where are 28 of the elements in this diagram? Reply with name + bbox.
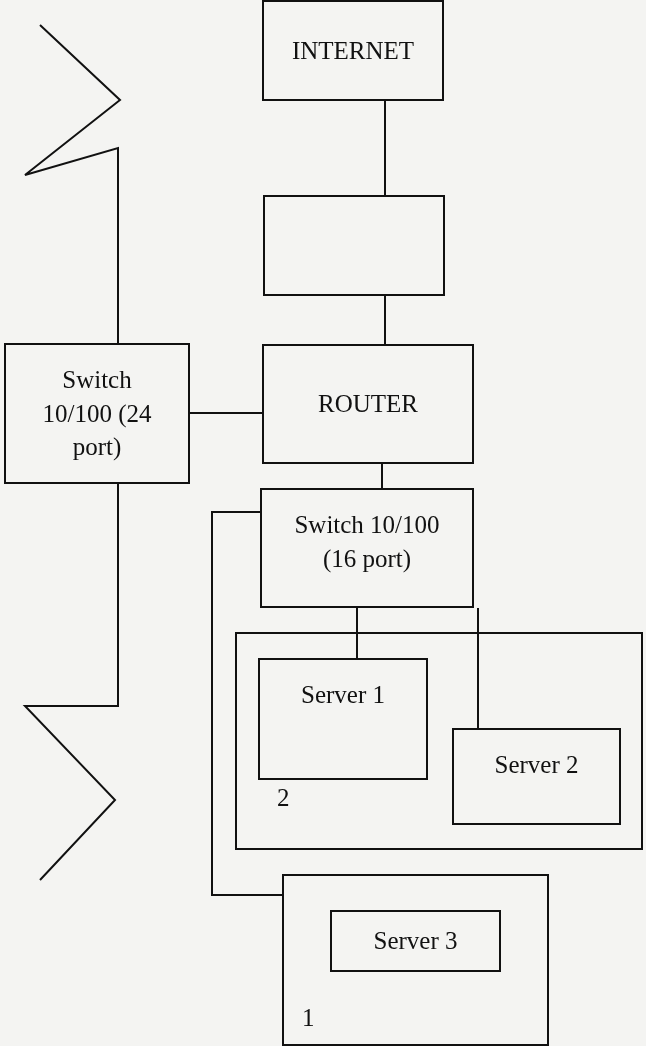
box [262,0,444,101]
box-label: Server 3 [373,926,458,957]
box [258,658,428,780]
box-label: ROUTER [318,389,418,420]
box-label: Switch 10/100 (24 port) [41,364,153,463]
box [282,874,549,1046]
empty-box [263,195,445,296]
box-label: Switch 10/100 (16 port) [293,510,441,575]
box [452,728,621,825]
zigzag-line [22,483,119,881]
box-label: Server 1 [301,680,385,710]
connector-line [384,100,386,196]
zigzag-line [24,24,122,344]
connector-line [381,463,383,489]
connector-line [189,412,263,414]
connector-line [356,607,358,659]
box-label: 2 [277,784,290,812]
connector-line [211,511,283,896]
connector-line [477,607,479,729]
box-label: Server 2 [494,750,579,780]
connector-line [384,295,386,345]
box [260,488,474,608]
box-label: INTERNET [291,35,415,66]
box [235,632,643,850]
box [330,910,501,972]
box [262,344,474,464]
box-label: 1 [302,1004,315,1032]
box [4,343,190,484]
